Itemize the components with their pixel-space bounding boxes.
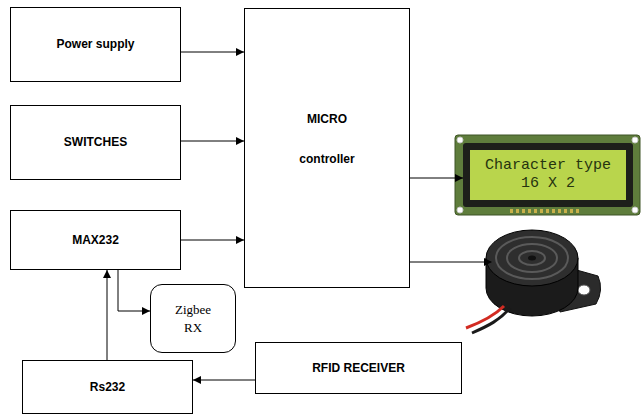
connector-arrow (181, 141, 244, 142)
connector-arrow (410, 178, 463, 179)
buzzer-face (486, 230, 578, 286)
process-box: MAX232 (10, 210, 181, 270)
pin (528, 209, 531, 213)
pin (570, 209, 573, 213)
buzzer-wire (466, 306, 504, 328)
microcontroller-box: MICRO controller (244, 8, 410, 288)
process-box: RFID RECEIVER (255, 342, 462, 394)
buzzer-arrowhead (484, 258, 492, 266)
node-label: MICRO controller (291, 99, 363, 179)
buzzer-wire (472, 308, 510, 333)
pin (558, 209, 561, 213)
pin (540, 209, 543, 213)
connector-arrow (193, 380, 255, 381)
node-label: Rs232 (90, 380, 125, 395)
pin (510, 209, 513, 213)
process-box: SWITCHES (10, 105, 181, 180)
lcd-display: Character type 16 X 2 (463, 143, 633, 207)
connector-arrow (181, 52, 244, 53)
node-label: RFID RECEIVER (312, 361, 405, 376)
mount-hole (457, 207, 463, 213)
mount-hole (632, 137, 638, 143)
buzzer-grille (496, 237, 568, 279)
rounded-box: Zigbee RX (150, 284, 236, 353)
node-label: Zigbee RX (170, 301, 216, 337)
node-label: Character type 16 X 2 (478, 157, 618, 193)
connector-arrow (118, 270, 150, 311)
lcd-board (455, 135, 640, 215)
node-label: SWITCHES (64, 135, 127, 150)
process-box: Rs232 (22, 360, 193, 414)
mount-hole (632, 207, 638, 213)
mount-hole (457, 137, 463, 143)
buzzer-grille (507, 244, 557, 272)
pin (516, 209, 519, 213)
connector-arrow (181, 240, 244, 241)
flange-hole (578, 285, 590, 295)
pin (534, 209, 537, 213)
buzzer-arrow-line (410, 262, 484, 263)
pin (576, 209, 579, 213)
buzzer-center (528, 256, 536, 261)
pin (564, 209, 567, 213)
pin (522, 209, 525, 213)
pin (552, 209, 555, 213)
buzzer-grille (519, 251, 545, 265)
node-label: MAX232 (72, 233, 119, 248)
process-box: Power supply (10, 7, 181, 82)
pin (546, 209, 549, 213)
connector-arrow (107, 270, 108, 360)
lcd-pins (510, 209, 579, 213)
node-label: Power supply (56, 37, 134, 52)
